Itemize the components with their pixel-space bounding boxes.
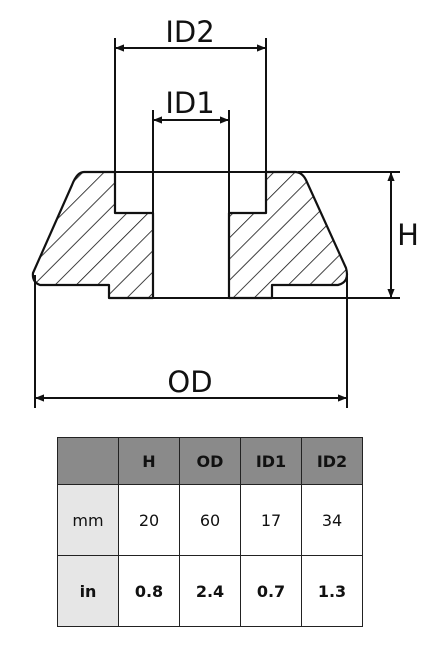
cell-od-in: 2.4 <box>179 555 241 627</box>
cell-h-mm: 20 <box>118 484 180 556</box>
header-h: H <box>118 437 180 485</box>
row-unit-mm: mm <box>57 484 119 556</box>
h-label: H <box>397 218 419 252</box>
row-unit-in: in <box>57 555 119 627</box>
cell-id1-mm: 17 <box>240 484 302 556</box>
cell-h-in: 0.8 <box>118 555 180 627</box>
cell-id2-mm: 34 <box>301 484 363 556</box>
header-id1: ID1 <box>240 437 302 485</box>
left-section <box>31 170 155 300</box>
od-label: OD <box>167 365 212 399</box>
dimension-table: H OD ID1 ID2 mm 20 60 17 34 in 0.8 2.4 0… <box>57 437 363 627</box>
id2-label: ID2 <box>165 15 214 49</box>
header-od: OD <box>179 437 241 485</box>
cell-od-mm: 60 <box>179 484 241 556</box>
id1-label: ID1 <box>165 86 214 120</box>
technical-drawing: ID2 ID1 H OD <box>31 15 419 408</box>
header-id2: ID2 <box>301 437 363 485</box>
cell-id1-in: 0.7 <box>240 555 302 627</box>
table-row-in: in 0.8 2.4 0.7 1.3 <box>57 555 363 627</box>
table-row-mm: mm 20 60 17 34 <box>57 484 363 556</box>
right-section <box>227 170 349 300</box>
table-header-row: H OD ID1 ID2 <box>57 437 363 485</box>
header-corner <box>57 437 119 485</box>
cell-id2-in: 1.3 <box>301 555 363 627</box>
